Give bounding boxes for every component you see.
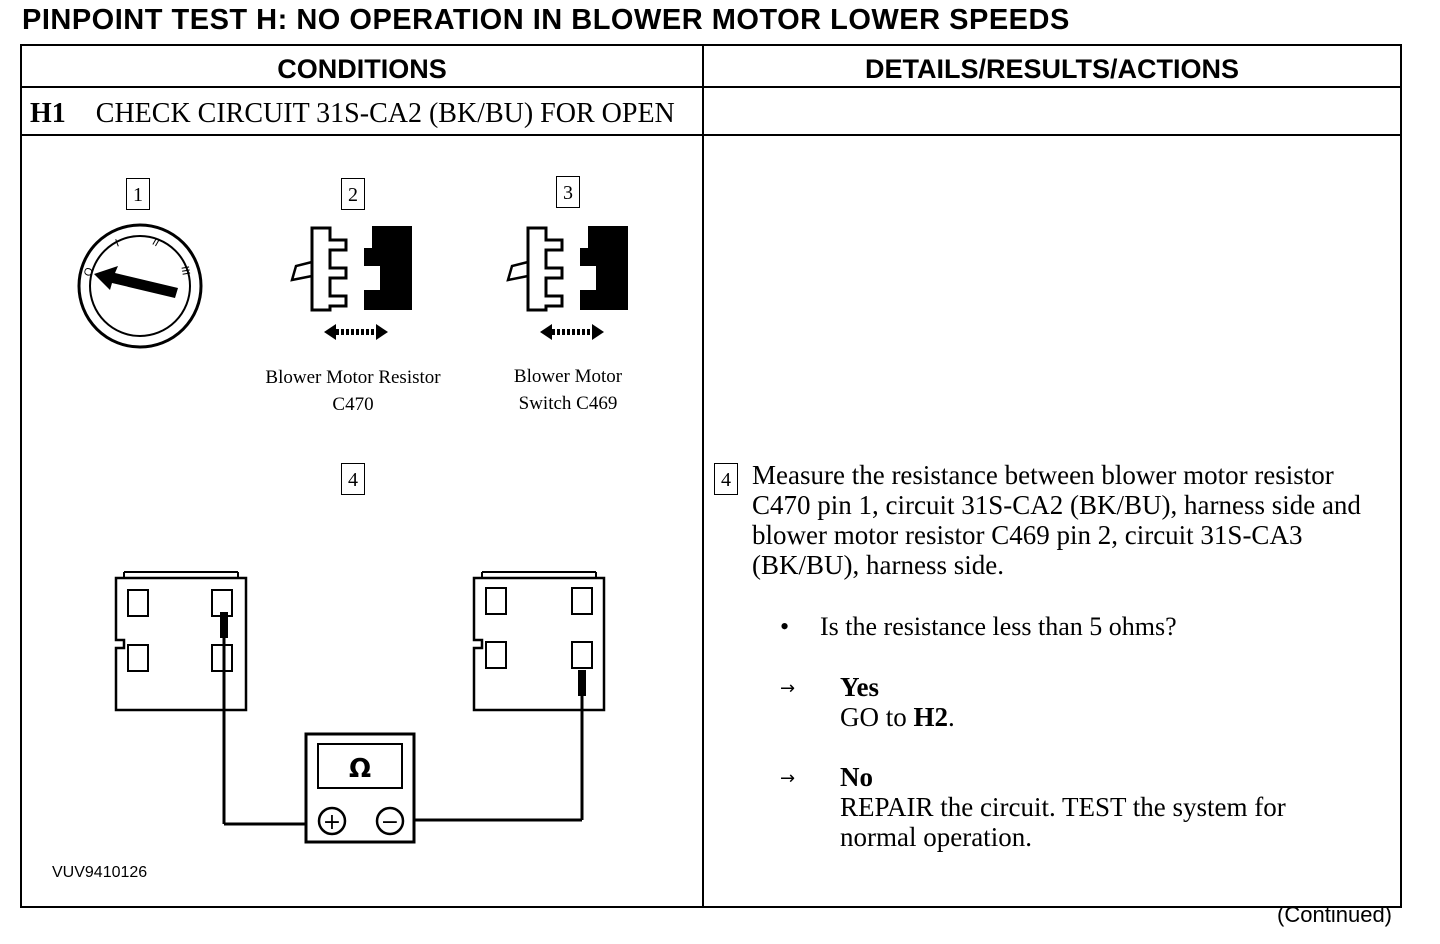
step-heading: H1 CHECK CIRCUIT 31S-CA2 (BK/BU) FOR OPEN — [30, 98, 675, 130]
no-action: REPAIR the circuit. TEST the system for … — [840, 792, 1286, 852]
instruction-text: Measure the resistance between blower mo… — [752, 460, 1361, 580]
callout-3: 3 — [556, 176, 580, 208]
yes-label: Yes — [840, 672, 879, 702]
no-arrow-icon: → — [780, 768, 796, 789]
no-answer: No REPAIR the circuit. TEST the system f… — [840, 762, 1360, 852]
switch-caption: Blower Motor Switch C469 — [513, 366, 623, 414]
step-title: CHECK CIRCUIT 31S-CA2 (BK/BU) FOR OPEN — [95, 98, 675, 129]
figure-id: VUV9410126 — [52, 864, 148, 881]
yes-arrow-icon: → — [780, 678, 796, 699]
conditions-header: CONDITIONS — [277, 54, 447, 84]
column-divider — [702, 46, 704, 906]
yes-answer: Yes GO to H2. — [840, 672, 955, 732]
no-label: No — [840, 762, 873, 792]
yes-action: GO to H2. — [840, 702, 955, 732]
page-title: PINPOINT TEST H: NO OPERATION IN BLOWER … — [22, 4, 1070, 36]
resistor-caption: Blower Motor Resistor C470 — [265, 367, 441, 415]
step-row-divider — [22, 134, 1400, 136]
question-bullet: • — [780, 612, 790, 641]
callout-4: 4 — [341, 463, 365, 495]
callout-1: 1 — [126, 178, 150, 210]
pinpoint-test-table: CONDITIONS DETAILS/RESULTS/ACTIONS H1 CHE… — [20, 44, 1402, 908]
header-divider — [22, 86, 1400, 88]
details-header: DETAILS/RESULTS/ACTIONS — [864, 54, 1239, 84]
details-callout-4: 4 — [714, 463, 738, 495]
question-text: Is the resistance less than 5 ohms? — [820, 612, 1177, 641]
callout-2: 2 — [341, 178, 365, 210]
continued-note: (Continued) — [1277, 902, 1392, 927]
step-number: H1 — [30, 98, 66, 129]
